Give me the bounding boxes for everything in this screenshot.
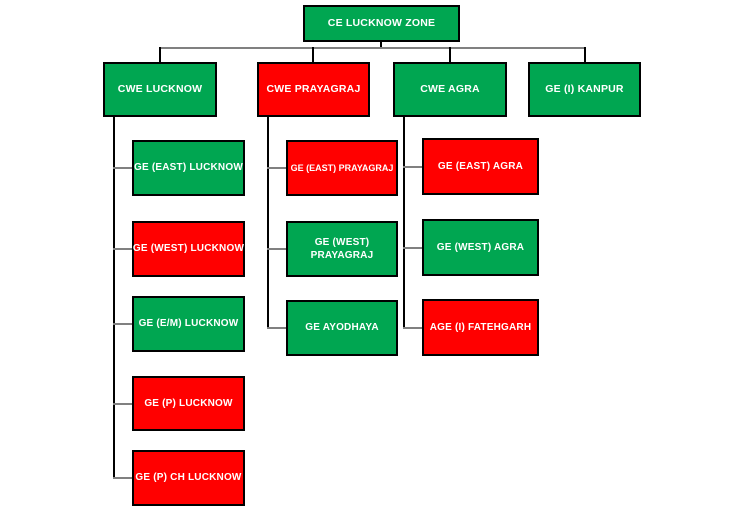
connector-stub-ge-east-prayagraj — [267, 167, 287, 169]
node-ge-em-lucknow: GE (E/M) LUCKNOW — [132, 296, 245, 352]
connector-stub-ge-east-lucknow — [113, 167, 133, 169]
node-ge-p-ch-lucknow: GE (P) CH LUCKNOW — [132, 450, 245, 506]
node-cwe-lucknow: CWE LUCKNOW — [103, 62, 217, 117]
node-ge-ayodhaya: GE AYODHAYA — [286, 300, 398, 356]
connector-trunk-lucknow — [113, 117, 115, 479]
node-age-i-fatehgarh: AGE (I) FATEHGARH — [422, 299, 539, 356]
connector-stub-ge-west-lucknow — [113, 248, 133, 250]
connector-drop-ge-i-kanpur — [584, 47, 586, 62]
node-cwe-agra: CWE AGRA — [393, 62, 507, 117]
node-ge-p-lucknow: GE (P) LUCKNOW — [132, 376, 245, 431]
connector-stub-ge-ayodhaya — [267, 327, 287, 329]
connector-stub-ge-west-agra — [403, 247, 423, 249]
node-ge-east-lucknow: GE (EAST) LUCKNOW — [132, 140, 245, 196]
connector-stub-ge-east-agra — [403, 166, 423, 168]
node-cwe-prayagraj: CWE PRAYAGRAJ — [257, 62, 370, 117]
connector-stub-ge-em-lucknow — [113, 323, 133, 325]
connector-drop-cwe-agra — [449, 47, 451, 62]
node-ge-west-lucknow: GE (WEST) LUCKNOW — [132, 221, 245, 277]
connector-stub-age-i-fatehgarh — [403, 327, 423, 329]
connector-level1-bar — [159, 47, 586, 49]
connector-stub-ge-p-ch-lucknow — [113, 477, 133, 479]
node-ce-lucknow-zone: CE LUCKNOW ZONE — [303, 5, 460, 42]
connector-trunk-prayagraj — [267, 117, 269, 329]
node-ge-i-kanpur: GE (I) KANPUR — [528, 62, 641, 117]
connector-drop-cwe-prayagraj — [312, 47, 314, 62]
connector-stub-ge-p-lucknow — [113, 403, 133, 405]
connector-root-stem — [380, 42, 382, 49]
node-ge-east-agra: GE (EAST) AGRA — [422, 138, 539, 195]
connector-stub-ge-west-prayagraj — [267, 248, 287, 250]
connector-trunk-agra — [403, 117, 405, 329]
connector-drop-cwe-lucknow — [159, 47, 161, 62]
node-ge-west-agra: GE (WEST) AGRA — [422, 219, 539, 276]
node-ge-west-prayagraj: GE (WEST) PRAYAGRAJ — [286, 221, 398, 277]
node-ge-east-prayagraj: GE (EAST) PRAYAGRAJ — [286, 140, 398, 196]
